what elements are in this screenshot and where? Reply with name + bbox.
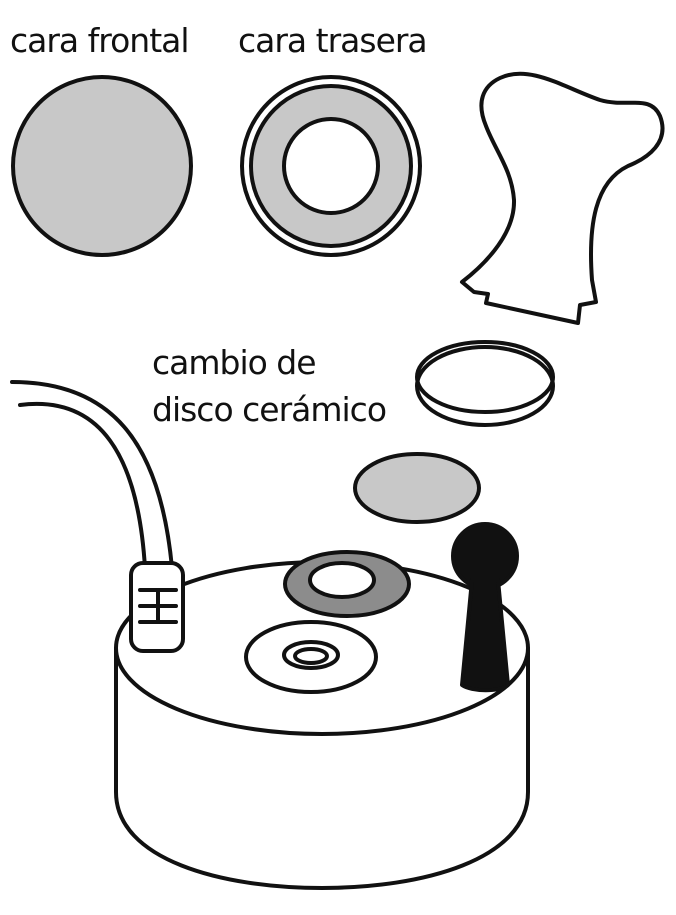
front-face-label: cara frontal (10, 21, 190, 60)
back-face-label: cara trasera (238, 21, 428, 60)
power-cable-icon (10, 380, 174, 570)
level-sensor-icon (451, 522, 519, 693)
cable-gland-icon (129, 561, 185, 653)
front-face-disc-icon (11, 75, 193, 257)
back-face-disc-icon (240, 75, 422, 257)
gray-gasket-icon (283, 550, 411, 618)
disc-change-label: cambio de disco cerámico (152, 340, 387, 434)
disc-change-line-1: cambio de (152, 343, 317, 382)
disc-change-line-2: disco cerámico (152, 389, 387, 429)
gasket-tool-icon (460, 71, 665, 325)
rubber-ring-icon (415, 340, 555, 427)
ceramic-disc-icon (353, 452, 481, 524)
transducer-well-icon (244, 620, 378, 694)
